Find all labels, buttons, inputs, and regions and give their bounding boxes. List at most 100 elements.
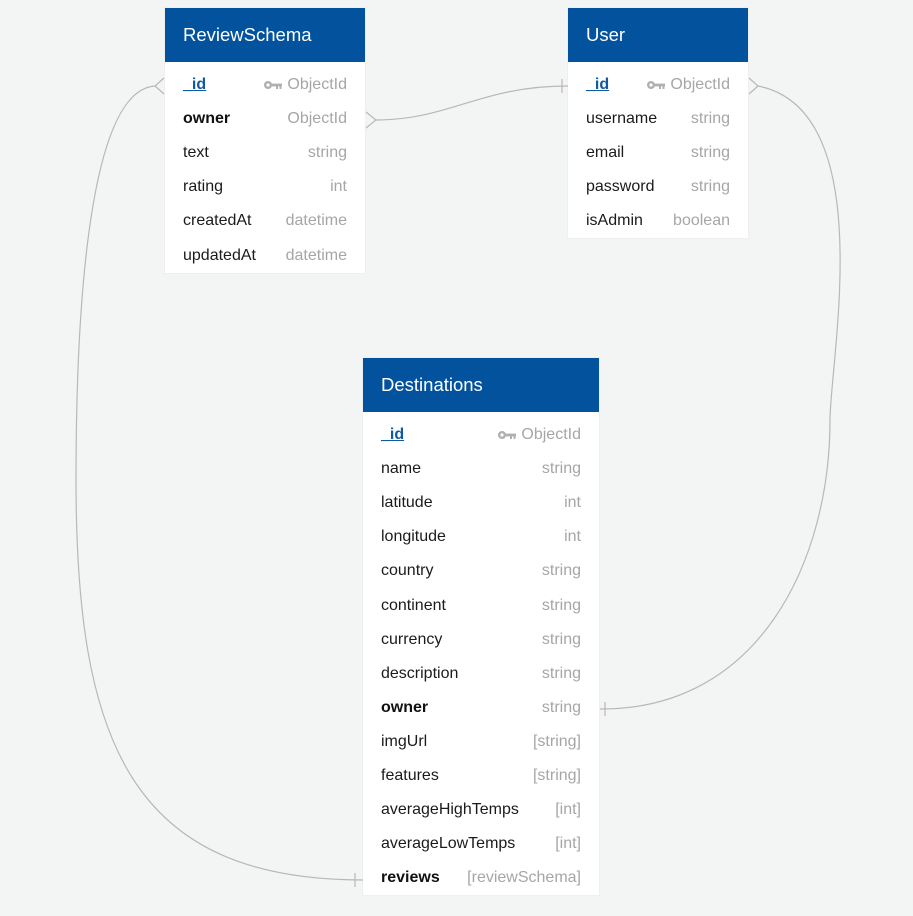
field-type: ObjectId (287, 110, 347, 128)
field-row[interactable]: username string (568, 102, 748, 136)
field-type: ObjectId (497, 426, 581, 444)
field-name: name (381, 460, 422, 478)
field-type: string (542, 460, 581, 478)
field-row[interactable]: isAdmin boolean (568, 204, 748, 238)
field-name: owner (183, 110, 231, 128)
field-type: ObjectId (646, 76, 730, 94)
field-type: string (691, 144, 730, 162)
field-type-label: ObjectId (287, 76, 347, 94)
field-name: _id (381, 426, 405, 444)
field-name: _id (586, 76, 610, 94)
field-row[interactable]: features [string] (363, 759, 599, 793)
field-row[interactable]: _id ObjectId (165, 68, 365, 102)
field-type-label: int (564, 494, 581, 512)
field-row[interactable]: password string (568, 170, 748, 204)
field-name: features (381, 766, 439, 784)
field-name: isAdmin (586, 212, 643, 230)
field-row[interactable]: reviews [reviewSchema] (363, 861, 599, 895)
key-icon (498, 431, 517, 440)
field-name: continent (381, 596, 446, 614)
field-type: int (564, 494, 581, 512)
field-type: int (330, 178, 347, 196)
field-type-label: datetime (285, 246, 347, 264)
field-type-label: ObjectId (287, 110, 347, 128)
field-type-label: int (330, 178, 347, 196)
field-type-label: string (690, 110, 730, 128)
field-name: country (381, 562, 434, 580)
field-row[interactable]: _id ObjectId (363, 418, 599, 452)
field-type: string (542, 665, 581, 683)
field-row[interactable]: owner ObjectId (165, 102, 365, 136)
field-type: boolean (673, 212, 730, 230)
field-type: string (542, 562, 581, 580)
field-type-label: string (307, 144, 347, 162)
field-name: reviews (381, 869, 440, 887)
field-row[interactable]: continent string (363, 588, 599, 622)
field-type: [int] (555, 801, 581, 819)
field-type-label: boolean (673, 212, 730, 230)
field-type-label: ObjectId (521, 426, 581, 444)
field-type-label: string (541, 630, 581, 648)
connector-review-id-to-destinations-reviews (75, 85, 364, 881)
field-name: password (586, 178, 655, 196)
field-name: imgUrl (381, 732, 428, 750)
field-type: string (542, 597, 581, 615)
field-name: username (586, 110, 658, 128)
field-type-label: string (541, 698, 581, 716)
field-name: longitude (381, 528, 446, 546)
crowfoot-icon (154, 77, 165, 95)
field-row[interactable]: rating int (165, 170, 365, 204)
field-type-label: string (541, 664, 581, 682)
field-type-label: string (541, 562, 581, 580)
crowfoot-icon (365, 111, 377, 129)
field-type: string (691, 178, 730, 196)
field-row[interactable]: imgUrl [string] (363, 725, 599, 759)
key-icon (264, 81, 283, 90)
field-type-label: string (541, 460, 581, 478)
field-type: string (542, 631, 581, 649)
field-type-label: [string] (532, 732, 581, 750)
connector-review-owner-to-user-id (375, 85, 569, 121)
field-row[interactable]: _id ObjectId (568, 68, 748, 102)
field-type-label: ObjectId (670, 76, 730, 94)
field-name: _id (183, 76, 207, 94)
crowfoot-icon (748, 77, 759, 95)
field-type-label: [string] (532, 766, 581, 784)
field-type-label: datetime (285, 212, 347, 230)
field-type: string (308, 144, 347, 162)
table-title: ReviewSchema (165, 8, 365, 62)
field-type: datetime (286, 247, 347, 265)
field-type-label: string (690, 178, 730, 196)
field-row[interactable]: name string (363, 452, 599, 486)
field-type: ObjectId (263, 76, 347, 94)
field-type: [string] (533, 733, 581, 751)
field-row[interactable]: email string (568, 136, 748, 170)
field-row[interactable]: averageLowTemps[int] (363, 827, 599, 861)
field-type-label: string (690, 144, 730, 162)
field-type-label: string (541, 596, 581, 614)
field-row[interactable]: createdAt datetime (165, 204, 365, 238)
field-type: [string] (533, 767, 581, 785)
field-row[interactable]: country string (363, 554, 599, 588)
field-type-label: [reviewSchema] (467, 869, 581, 887)
field-name: rating (183, 178, 224, 196)
field-type-label: [int] (555, 801, 581, 819)
field-type: string (542, 699, 581, 717)
field-name: email (586, 144, 625, 162)
field-name: createdAt (183, 212, 252, 230)
field-type-label: [int] (555, 835, 581, 853)
field-row[interactable]: averageHighTemps[int] (363, 793, 599, 827)
